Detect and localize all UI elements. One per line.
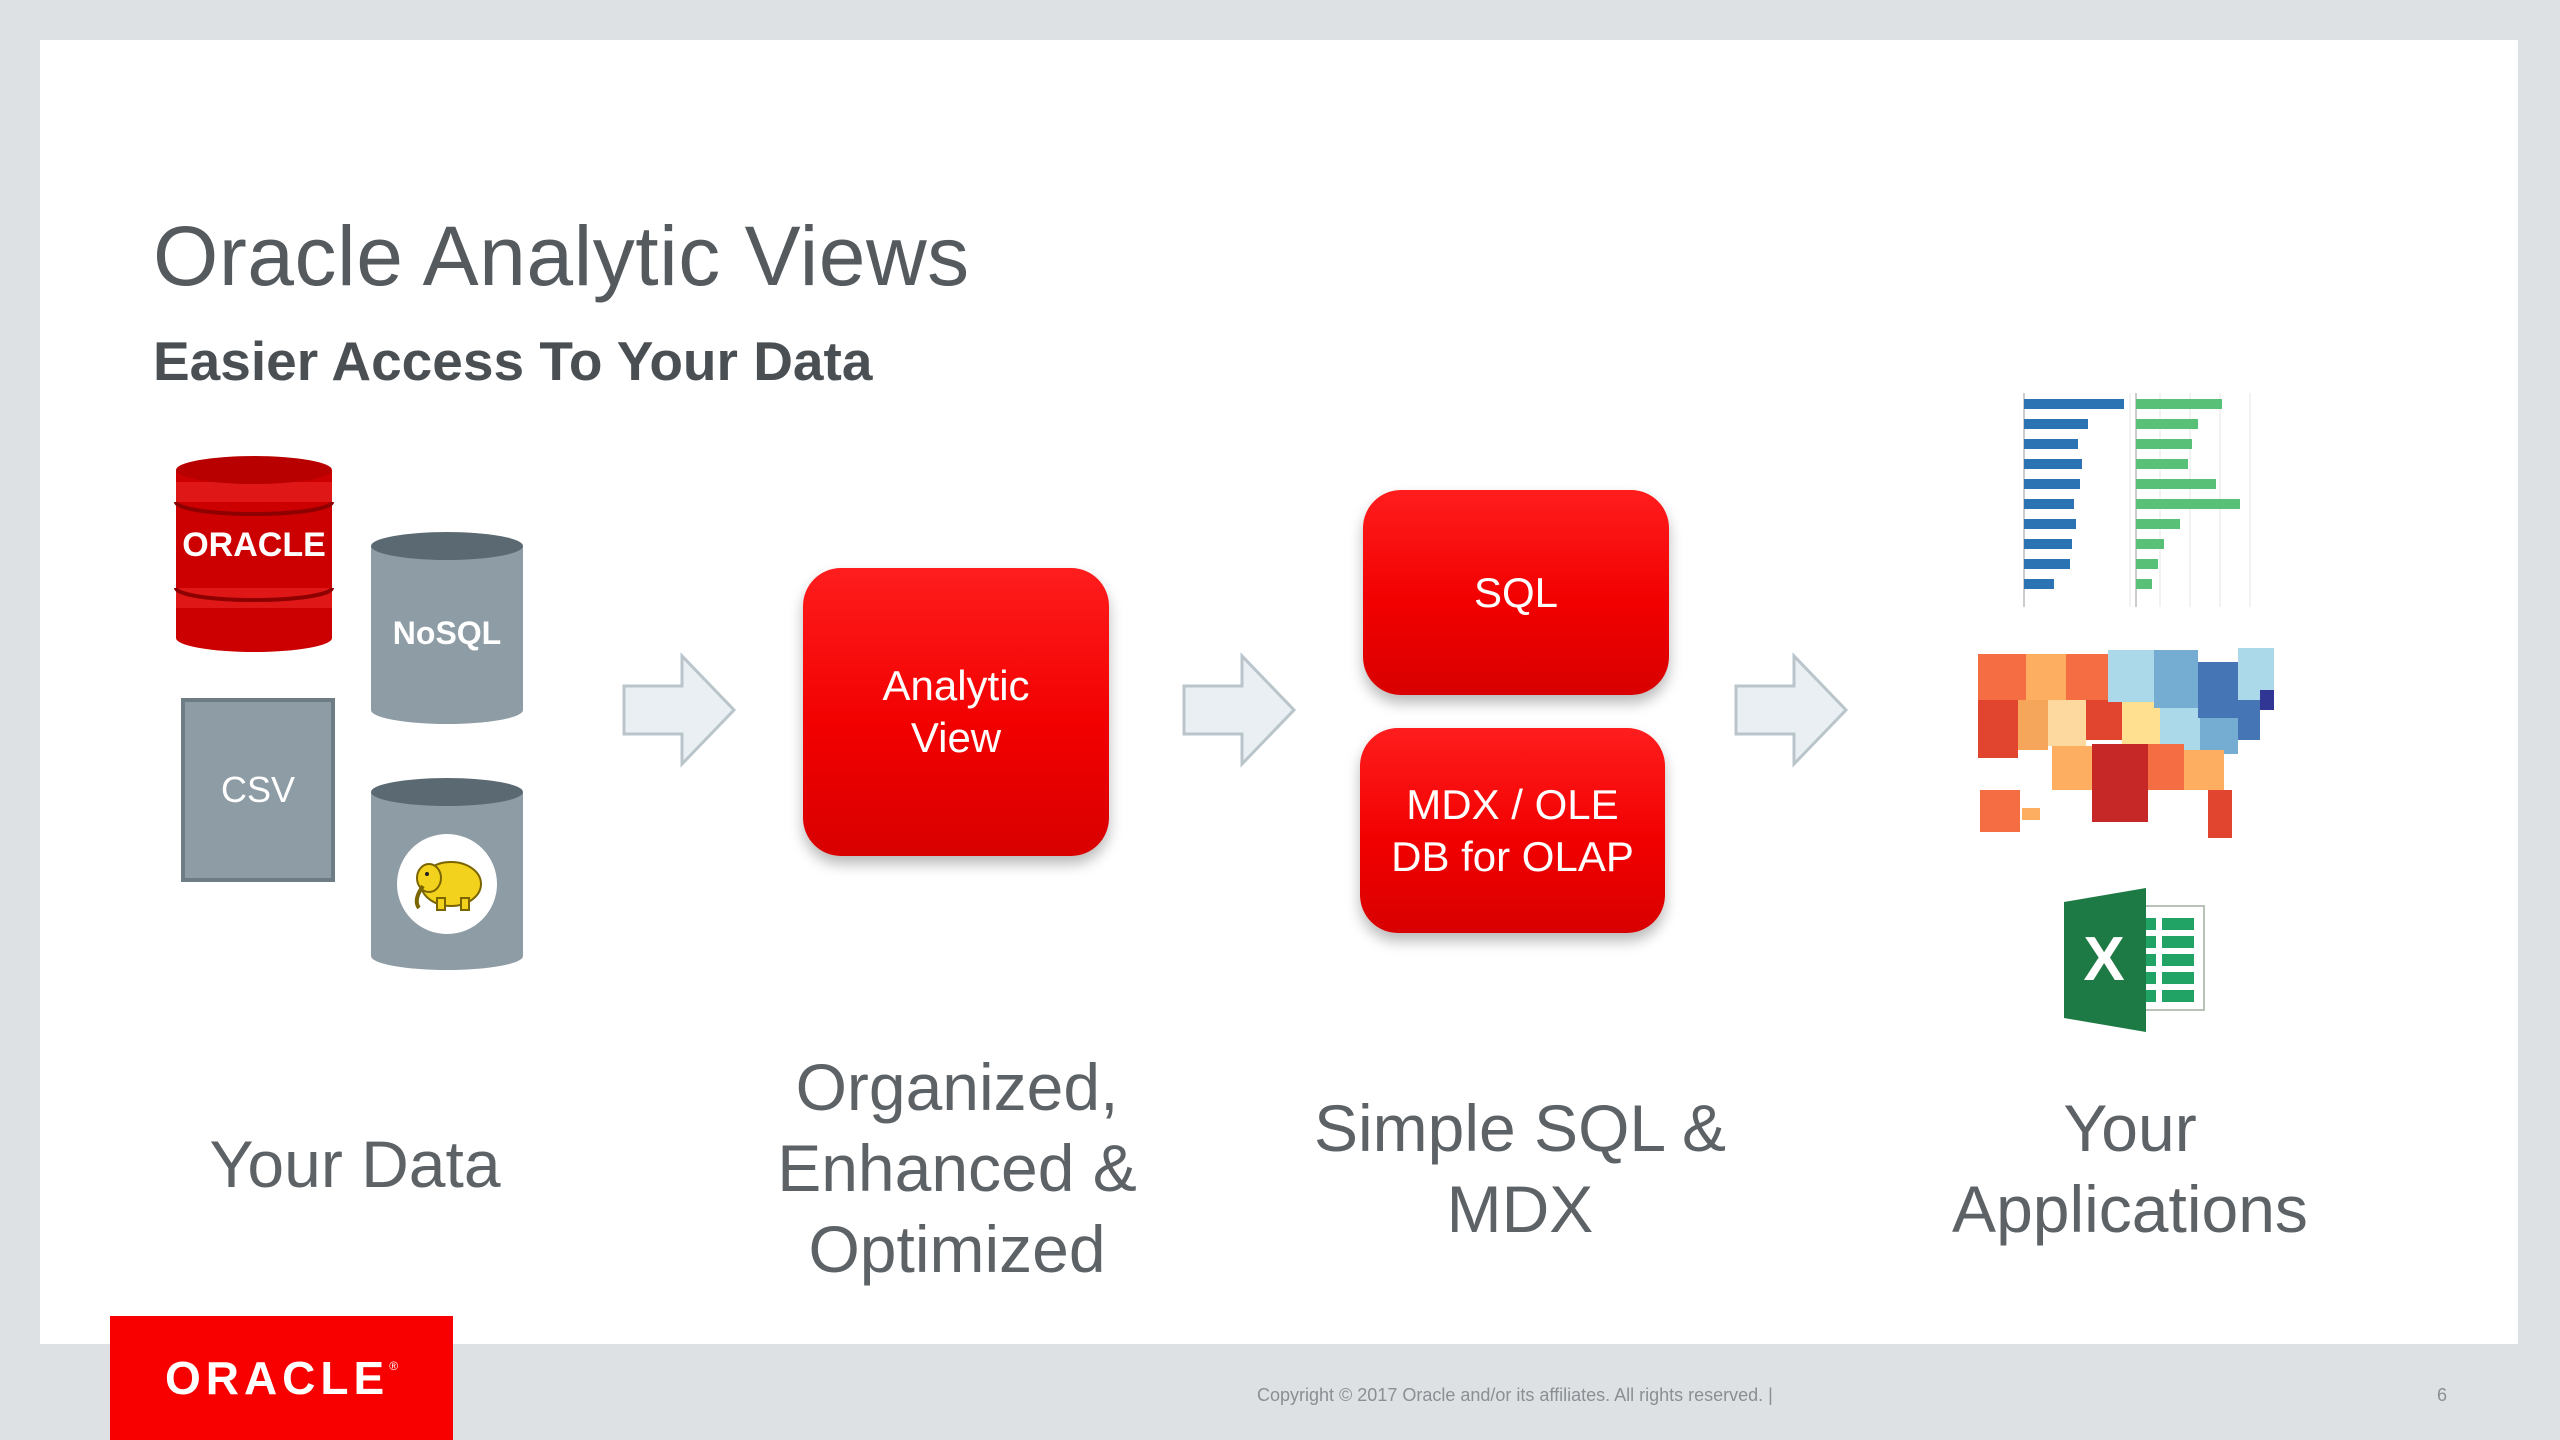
- nosql-label: NoSQL: [393, 615, 501, 651]
- caption-line: Enhanced &: [777, 1131, 1137, 1205]
- arrow-right-icon: [622, 652, 737, 768]
- page-title: Oracle Analytic Views: [153, 209, 970, 303]
- analytic-view-box: Analytic View: [803, 568, 1109, 856]
- copyright-notice: Copyright © 2017 Oracle and/or its affil…: [1257, 1385, 1773, 1405]
- caption-line: Applications: [1952, 1172, 2308, 1246]
- excel-letter: X: [2083, 925, 2124, 994]
- us-heatmap-thumbnail-icon: [1978, 648, 2274, 838]
- caption-line: Simple SQL &: [1313, 1091, 1727, 1165]
- caption-line: MDX: [1446, 1172, 1594, 1246]
- page-subtitle: Easier Access To Your Data: [153, 330, 873, 392]
- analytic-view-line-2: View: [910, 714, 1002, 761]
- caption-line: Organized,: [795, 1050, 1119, 1124]
- caption-simple-sql: Simple SQL & MDX: [1260, 1088, 1780, 1250]
- caption-line: Your: [2063, 1091, 2197, 1165]
- sql-label: SQL: [1473, 568, 1559, 616]
- caption-line: Your Data: [209, 1127, 501, 1201]
- mdx-line-2: DB for OLAP: [1391, 832, 1634, 880]
- caption-organized: Organized, Enhanced & Optimized: [700, 1047, 1214, 1290]
- arrow-right-icon: [1734, 652, 1849, 768]
- caption-your-data: Your Data: [100, 1124, 610, 1205]
- mdx-line-1: MDX / OLE: [1406, 780, 1619, 828]
- sql-box: SQL: [1363, 490, 1669, 695]
- oracle-db-label: ORACLE: [182, 526, 326, 564]
- hadoop-database-icon: [371, 778, 523, 970]
- caption-your-applications: Your Applications: [1870, 1088, 2390, 1250]
- oracle-database-icon: ORACLE: [174, 456, 334, 652]
- mdx-oledb-box: MDX / OLE DB for OLAP: [1360, 728, 1665, 933]
- registered-mark: ®: [389, 1359, 399, 1373]
- caption-line: Optimized: [808, 1212, 1106, 1286]
- oracle-logo-text: ORACLE: [164, 1352, 390, 1404]
- analytic-view-line-1: Analytic: [882, 662, 1030, 709]
- csv-file-icon: CSV: [181, 698, 335, 882]
- bar-chart-thumbnail-icon: [1990, 385, 2270, 617]
- excel-icon: X: [2064, 888, 2205, 1032]
- arrow-right-icon: [1182, 652, 1297, 768]
- oracle-logo: ORACLE®: [110, 1316, 453, 1440]
- csv-label: CSV: [220, 769, 296, 810]
- hadoop-elephant-icon: [414, 861, 482, 911]
- page-number: 6: [2437, 1385, 2448, 1405]
- nosql-database-icon: NoSQL: [371, 532, 523, 724]
